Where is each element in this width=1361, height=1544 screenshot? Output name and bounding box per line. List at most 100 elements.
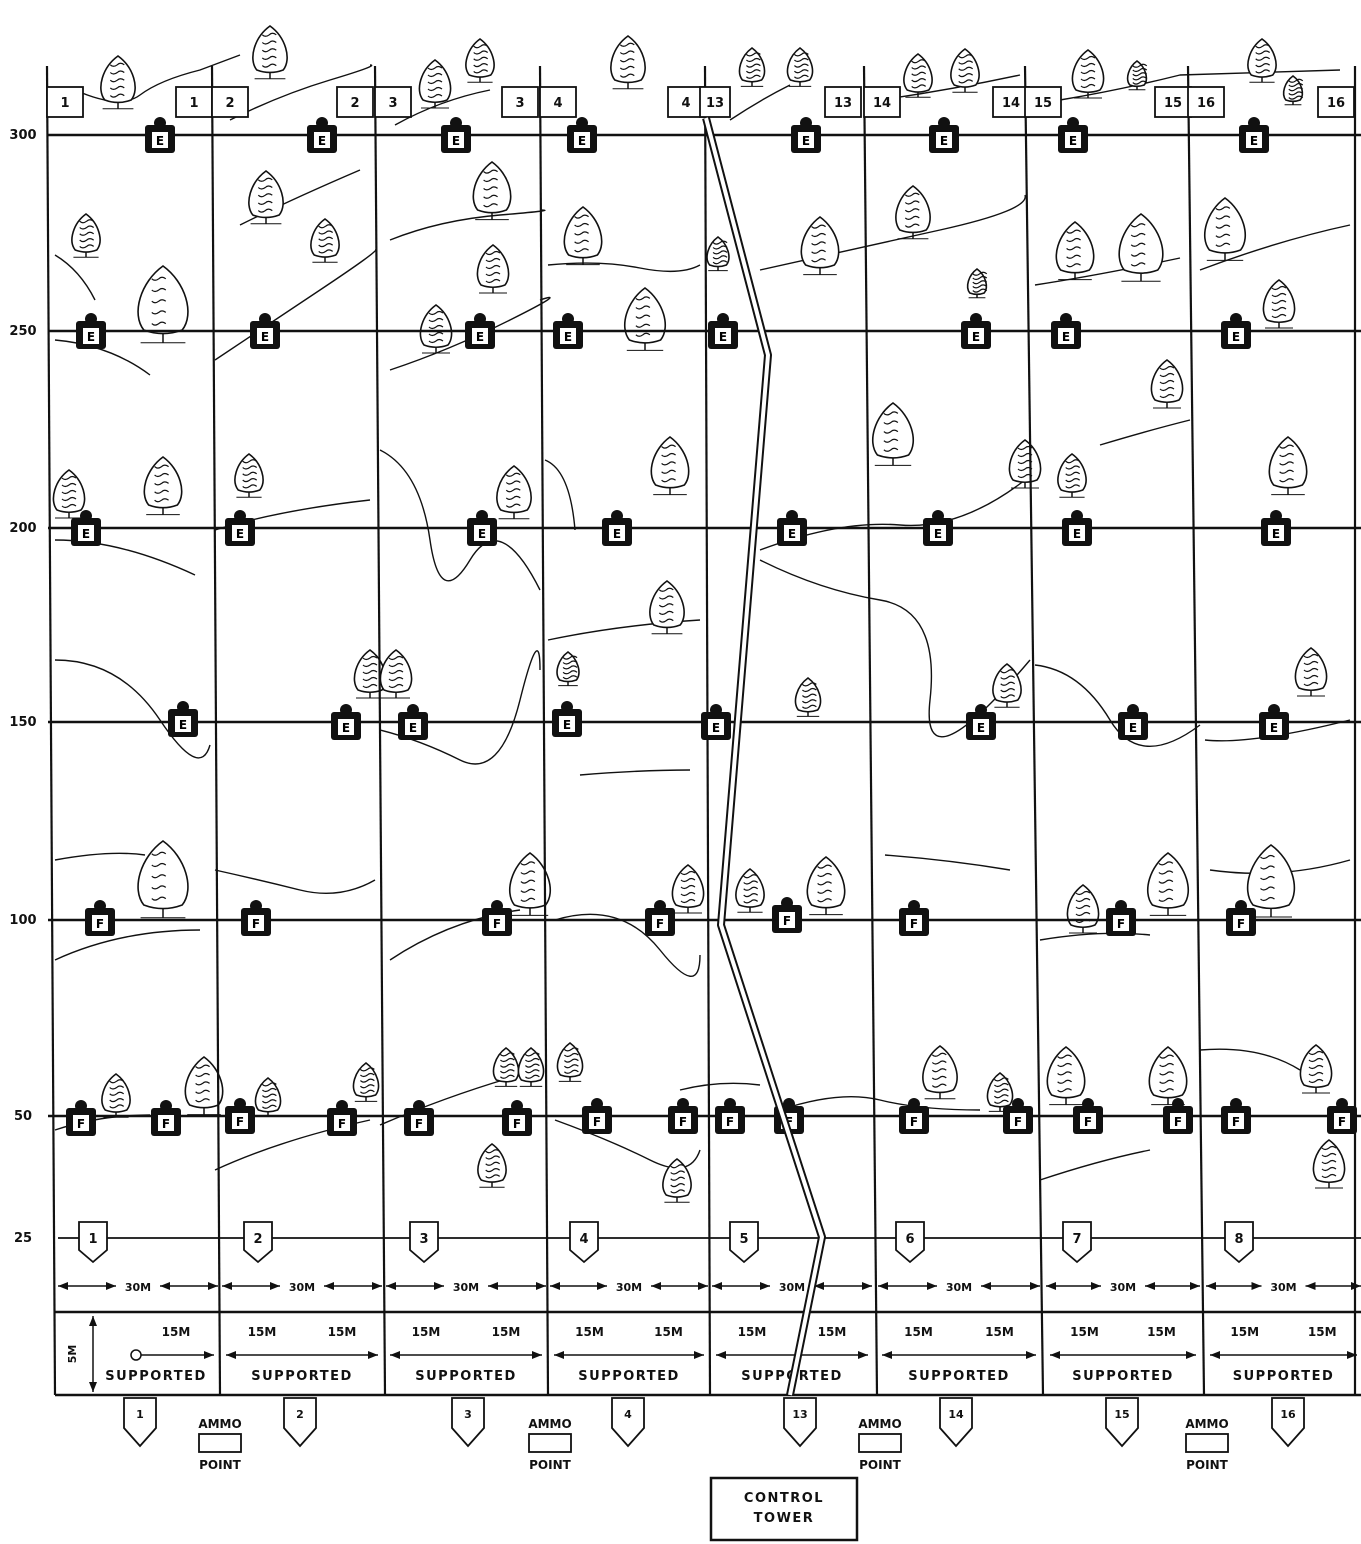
lane-width-dimension: 30M [712, 1278, 872, 1294]
enemy-target: E [168, 701, 198, 737]
supported-position: 15M15MSUPPORTED [390, 1325, 542, 1384]
tree-icon [736, 869, 764, 912]
tree-icon [1248, 39, 1276, 82]
enemy-target: E [602, 510, 632, 546]
firing-point-number: 6 [905, 1232, 914, 1247]
friendly-target: F [66, 1100, 96, 1136]
tree-icon [256, 1078, 281, 1116]
terrain-scenery [55, 55, 1350, 1180]
tree-icon [904, 54, 932, 97]
lane-pennant-marker: 3 [452, 1398, 484, 1446]
lane-pennant-number: 1 [136, 1408, 144, 1421]
target-letter: E [578, 134, 586, 148]
enemy-target: E [467, 510, 497, 546]
tree-icon [1205, 198, 1246, 260]
firing-point-number: 8 [1234, 1232, 1243, 1247]
tree-icon [1300, 1045, 1331, 1093]
lane-number-label: 14 [1002, 96, 1020, 111]
tree-icon [1058, 454, 1086, 497]
enemy-target: E [398, 704, 428, 740]
half-lane-label: 15M [1147, 1325, 1176, 1339]
tree-icon [419, 60, 450, 108]
firing-point-number: 5 [739, 1232, 748, 1247]
target-letter: E [1073, 527, 1081, 541]
tree-icon [1067, 885, 1098, 933]
lane-width-label: 30M [946, 1281, 972, 1294]
half-lane-label: 15M [492, 1325, 521, 1339]
half-lane-label: 15M [654, 1325, 683, 1339]
friendly-target: F [1073, 1098, 1103, 1134]
yardage-scale: 3002502001501005025 [9, 128, 36, 1246]
supported-position: 15M15MSUPPORTED [554, 1325, 704, 1384]
yardage-label: 50 [14, 1109, 32, 1124]
tree-icon [101, 56, 135, 109]
tree-icon [807, 857, 844, 915]
tree-icon [1128, 61, 1147, 90]
access-road [706, 118, 822, 1395]
lane-pennant-number: 13 [792, 1408, 807, 1421]
depth-dimension: 5M [66, 1316, 97, 1392]
lane-boundary [864, 66, 877, 1395]
lane-boundary [540, 66, 548, 1395]
enemy-target: E [71, 510, 101, 546]
target-letter: E [478, 527, 486, 541]
tree-icon [557, 652, 579, 686]
enemy-target: E [1058, 117, 1088, 153]
tree-icon [951, 49, 979, 92]
lane-number-boxes: 112233441313141415151616 [47, 87, 1354, 117]
enemy-target: E [961, 313, 991, 349]
tree-icon [651, 437, 688, 495]
target-letter: E [236, 527, 244, 541]
tree-icon [1056, 222, 1093, 280]
friendly-target: F [1221, 1098, 1251, 1134]
tree-icon [497, 466, 531, 519]
lane-number-label: 3 [515, 96, 524, 111]
enemy-target: E [1259, 704, 1289, 740]
lane-pennant-number: 2 [296, 1408, 304, 1421]
target-letter: F [415, 1117, 423, 1131]
lane-width-dimension: 30M [222, 1278, 382, 1294]
lane-number-label: 16 [1197, 96, 1215, 111]
lane-width-label: 30M [1110, 1281, 1136, 1294]
lane-number-label: 2 [225, 96, 234, 111]
target-letter: E [563, 718, 571, 732]
enemy-target: E [145, 117, 175, 153]
tree-icon [625, 288, 666, 350]
tree-cluster [53, 26, 1344, 1202]
supported-label: SUPPORTED [1072, 1369, 1174, 1384]
enemy-target: E [465, 313, 495, 349]
tree-icon [249, 171, 283, 224]
target-letter: E [1250, 134, 1258, 148]
target-letter: E [1232, 330, 1240, 344]
tree-icon [102, 1074, 130, 1117]
tree-icon [380, 650, 411, 698]
target-letter: F [1338, 1115, 1346, 1129]
enemy-target: E [307, 117, 337, 153]
tree-icon [138, 841, 188, 918]
firing-point-number: 3 [419, 1232, 428, 1247]
friendly-target: F [85, 900, 115, 936]
firing-point-marker: 2 [244, 1222, 272, 1262]
firing-point-marker: 5 [730, 1222, 758, 1262]
tree-icon [650, 581, 684, 634]
target-letter: E [564, 330, 572, 344]
target-letter: F [1014, 1115, 1022, 1129]
friendly-target: F [482, 900, 512, 936]
enemy-target: E [225, 510, 255, 546]
friendly-target: F [327, 1100, 357, 1136]
target-letter: F [1084, 1115, 1092, 1129]
enemy-target: E [567, 117, 597, 153]
tree-icon [477, 245, 508, 293]
lane-number-label: 15 [1034, 96, 1052, 111]
firing-point-marker: 7 [1063, 1222, 1091, 1262]
tree-icon [519, 1048, 544, 1086]
tree-icon [923, 1046, 957, 1099]
half-lane-label: 15M [985, 1325, 1014, 1339]
friendly-target: F [899, 900, 929, 936]
ammo-point-label: POINT [1186, 1458, 1229, 1472]
lane-pennant-number: 3 [464, 1408, 472, 1421]
tree-icon [420, 305, 451, 353]
